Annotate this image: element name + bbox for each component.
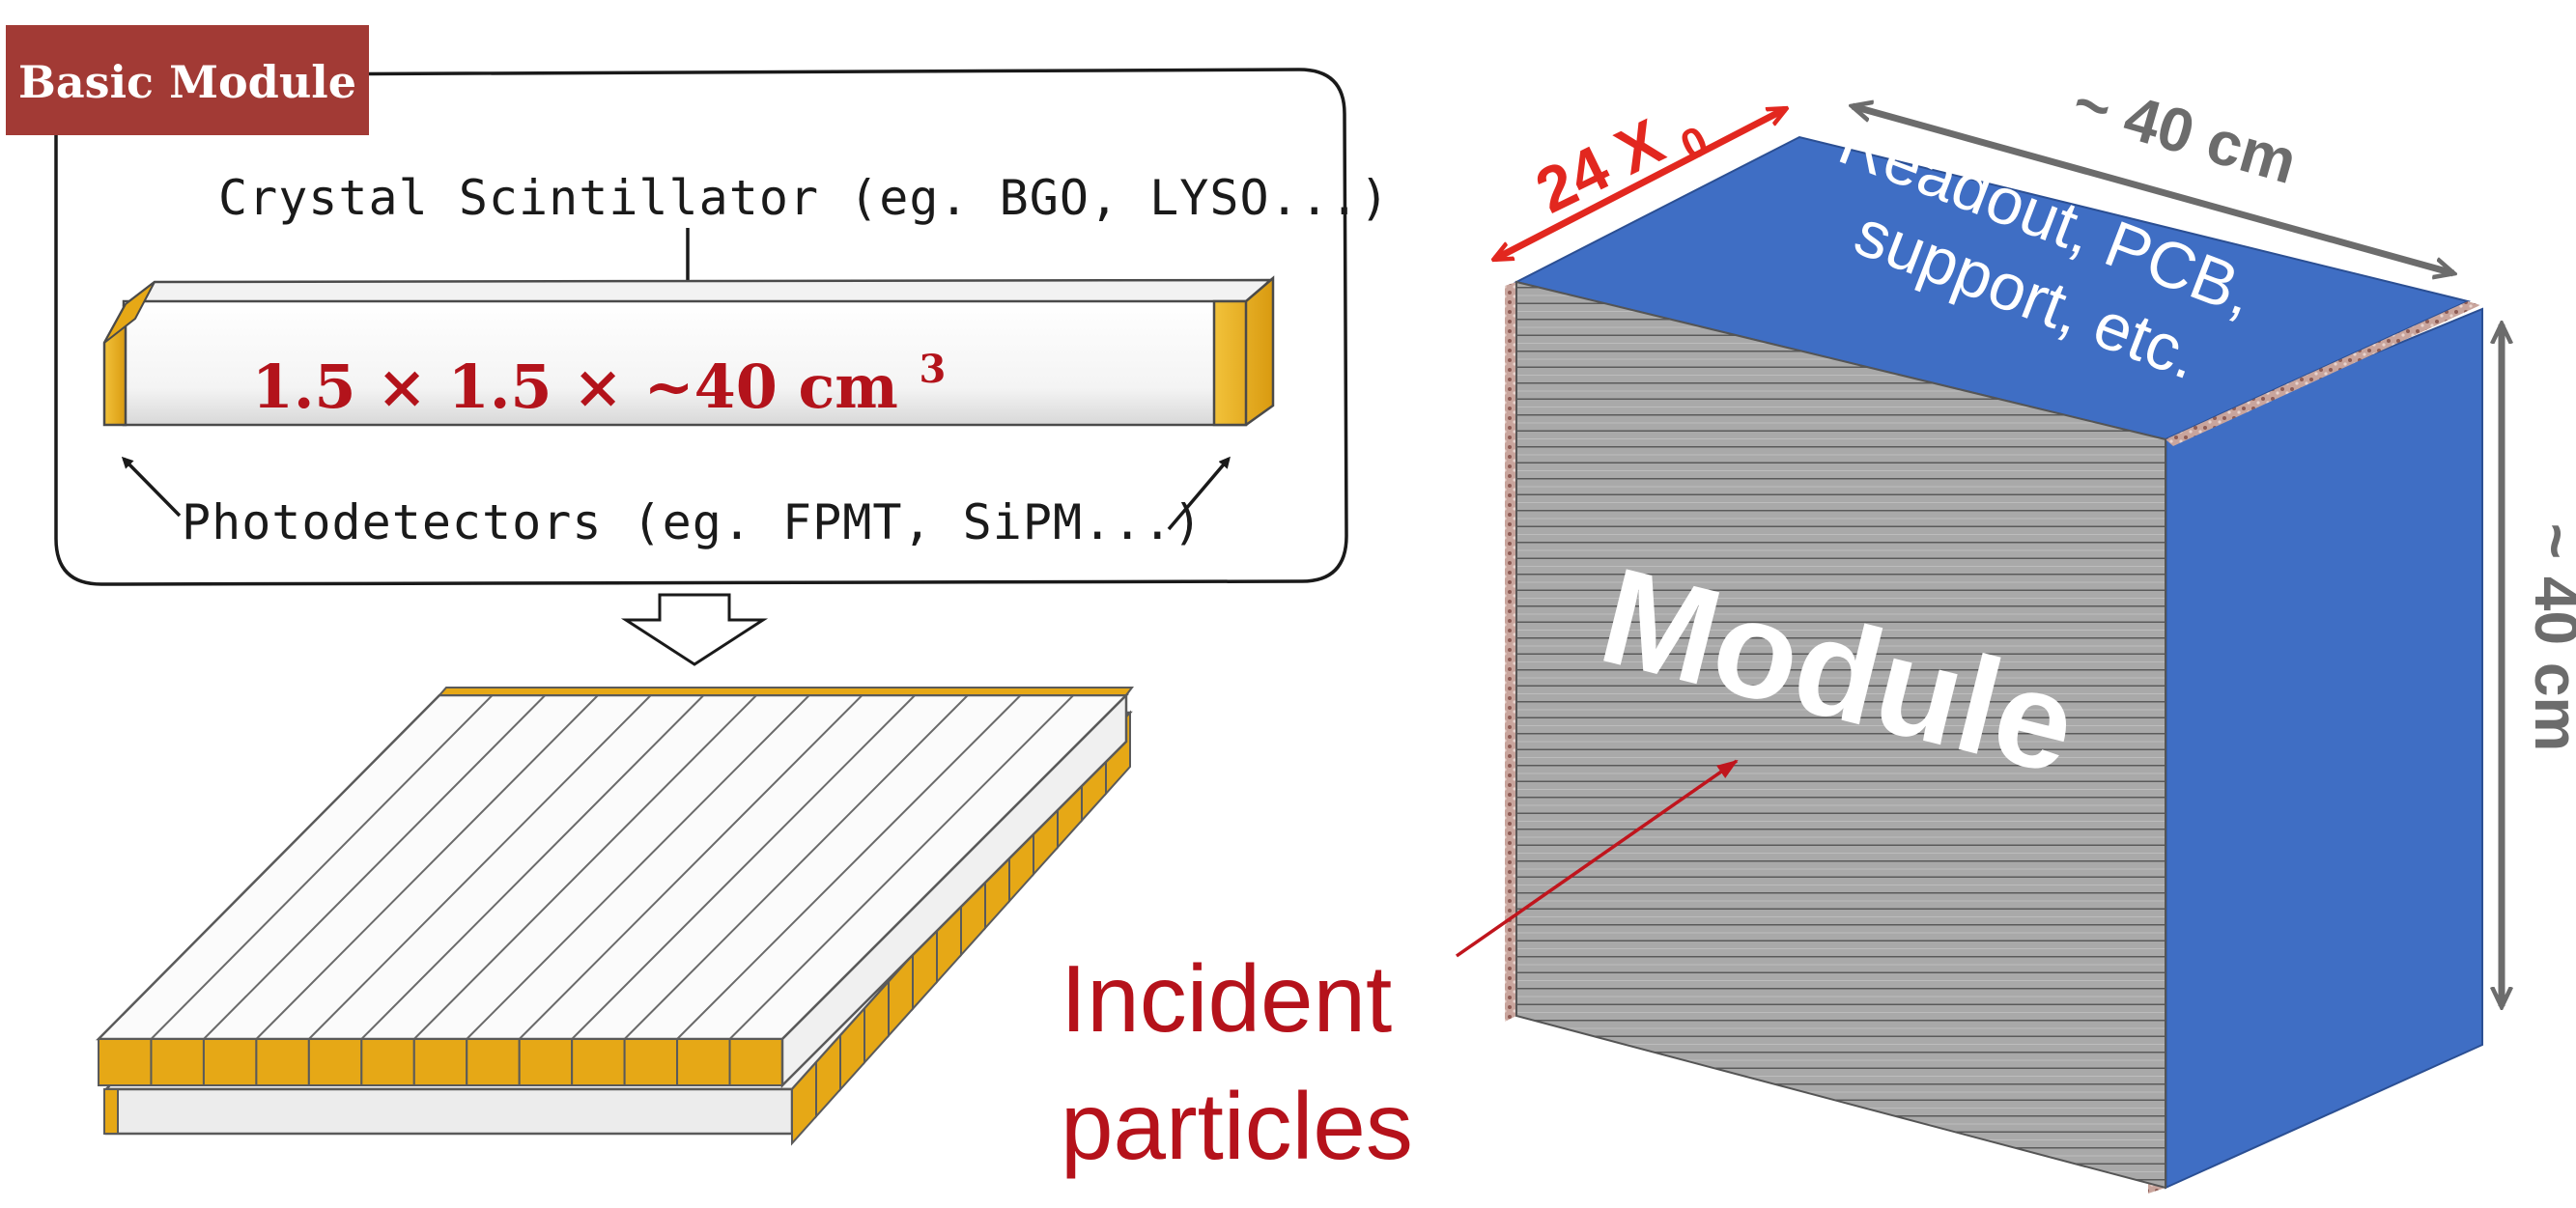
basic-module-badge bbox=[6, 25, 369, 135]
array-front-end-caps bbox=[98, 1038, 783, 1086]
crystal-dimension-label: 1.5 × 1.5 × ~40 cm 3 bbox=[252, 347, 947, 422]
crystal-divider bbox=[623, 694, 969, 1040]
crystal-end-right bbox=[1212, 275, 1275, 427]
crystal-divider bbox=[676, 694, 1022, 1040]
crystal-divider bbox=[255, 694, 599, 1040]
crystal-front-cap bbox=[518, 1038, 574, 1086]
crystal-front-cap bbox=[466, 1038, 521, 1086]
crystal-front-cap bbox=[307, 1038, 363, 1086]
photodetector-label: Photodetectors (eg. FPMT, SiPM...) bbox=[182, 494, 1203, 550]
crystal-front-cap bbox=[623, 1038, 679, 1086]
module-block: Readout, PCB, support, etc. Module 24 X … bbox=[1061, 68, 2576, 1194]
array-crystal-lines bbox=[150, 694, 1075, 1040]
crystal-dimension-exponent: 3 bbox=[919, 347, 946, 392]
array-back-end-strip bbox=[437, 687, 1134, 696]
crystal-divider bbox=[360, 694, 705, 1040]
crystal-scintillator-label: Crystal Scintillator (eg. BGO, LYSO...) bbox=[218, 170, 1390, 226]
crystal-divider bbox=[150, 694, 494, 1040]
module-right-face bbox=[2165, 307, 2483, 1190]
crystal-array bbox=[96, 687, 1134, 1146]
module-edge-left bbox=[1505, 282, 1516, 1022]
incident-particles-line1: Incident bbox=[1061, 945, 1392, 1052]
crystal-divider bbox=[413, 694, 757, 1040]
crystal-end-left-top bbox=[103, 281, 156, 344]
crystal-front-cap bbox=[728, 1038, 783, 1086]
depth-dimension-arrow bbox=[1495, 109, 1785, 259]
photodetector-arrow-right bbox=[1167, 456, 1231, 531]
crystal-front-cap bbox=[676, 1038, 731, 1086]
crystal-front-cap bbox=[98, 1038, 153, 1086]
crystal-divider bbox=[466, 694, 810, 1040]
module-front-face bbox=[1515, 280, 2166, 1190]
crystal-divider bbox=[308, 694, 652, 1040]
basic-module-panel: Basic Module Crystal Scintillator (eg. B… bbox=[6, 25, 1390, 666]
assembly-down-arrow bbox=[620, 593, 769, 666]
crystal-front-cap bbox=[150, 1038, 205, 1086]
crystal-divider bbox=[728, 694, 1075, 1040]
crystal-front-cap bbox=[360, 1038, 415, 1086]
crystal-dimension-value: 1.5 × 1.5 × ~40 cm bbox=[252, 351, 898, 422]
crystal-front-cap bbox=[412, 1038, 468, 1086]
crystal-front-cap bbox=[202, 1038, 258, 1086]
array-lower-front bbox=[104, 1087, 794, 1136]
crystal-divider bbox=[518, 694, 863, 1040]
crystal-front-cap bbox=[255, 1038, 310, 1086]
photodetector-arrow-left bbox=[121, 456, 182, 518]
crystal-bar bbox=[102, 275, 1275, 427]
basic-module-badge-label: Basic Module bbox=[18, 56, 356, 108]
depth-dimension-subscript: 0 bbox=[1674, 117, 1715, 170]
basic-module-frame bbox=[54, 68, 1348, 586]
array-upper-right-side bbox=[780, 691, 1128, 1089]
incident-particle-arrow bbox=[1455, 759, 1739, 958]
incident-particles-line2: particles bbox=[1061, 1073, 1413, 1179]
height-dimension-label: ~ 40 cm bbox=[2522, 523, 2576, 752]
crystal-divider bbox=[203, 694, 547, 1040]
module-edge-top bbox=[2166, 301, 2480, 446]
incident-particles-label: Incident particles bbox=[1061, 945, 1418, 1179]
width-dimension-arrow bbox=[1853, 106, 2453, 273]
crystal-divider bbox=[571, 694, 916, 1040]
crystal-front-cap bbox=[571, 1038, 626, 1086]
